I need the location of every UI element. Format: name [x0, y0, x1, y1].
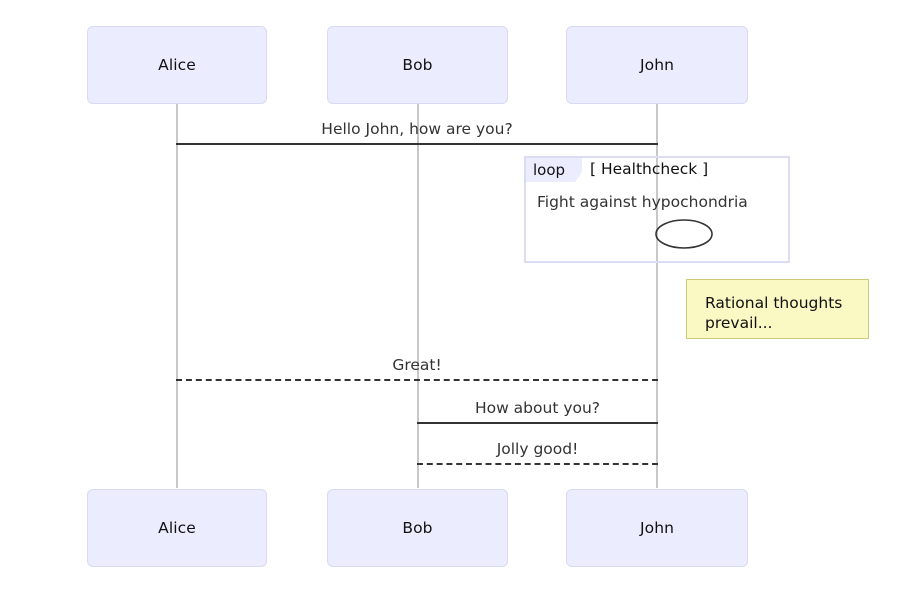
message-line-solid [417, 422, 658, 424]
participant-label-alice-bottom: Alice [158, 519, 196, 537]
message-line-solid [176, 143, 658, 145]
loop-fragment-title: [ Healthcheck ] [590, 160, 709, 178]
message-line-dashed [176, 379, 658, 381]
lifeline-alice [176, 104, 178, 488]
participant-label-john-bottom: John [639, 519, 675, 537]
participant-label-bob-bottom: Bob [402, 519, 433, 537]
participant-box-john-bottom[interactable]: John [566, 489, 748, 567]
participant-box-john-top[interactable]: John [566, 26, 748, 104]
participant-label-john-top: John [639, 56, 675, 74]
participant-box-bob-bottom[interactable]: Bob [327, 489, 508, 567]
participant-label-alice-top: Alice [158, 56, 196, 74]
note-rational-thoughts[interactable]: Rational thoughts prevail... [686, 279, 869, 339]
message-label: Great! [392, 356, 442, 374]
lifeline-john [656, 104, 658, 488]
self-message-arc [655, 219, 713, 249]
loop-inner-message-label: Fight against hypochondria [537, 193, 748, 211]
participant-box-alice-bottom[interactable]: Alice [87, 489, 267, 567]
participant-label-bob-top: Bob [402, 56, 433, 74]
note-line-1: Rational thoughts [705, 294, 843, 312]
message-label: Hello John, how are you? [321, 120, 513, 138]
participant-box-alice-top[interactable]: Alice [87, 26, 267, 104]
lifeline-bob [417, 104, 419, 488]
message-label: Jolly good! [496, 440, 579, 458]
message-label: How about you? [474, 399, 601, 417]
loop-fragment-tag: loop [526, 158, 582, 182]
message-line-dashed [417, 463, 658, 465]
loop-fragment-box[interactable] [524, 156, 790, 263]
participant-box-bob-top[interactable]: Bob [327, 26, 508, 104]
note-line-2: prevail... [705, 314, 773, 332]
